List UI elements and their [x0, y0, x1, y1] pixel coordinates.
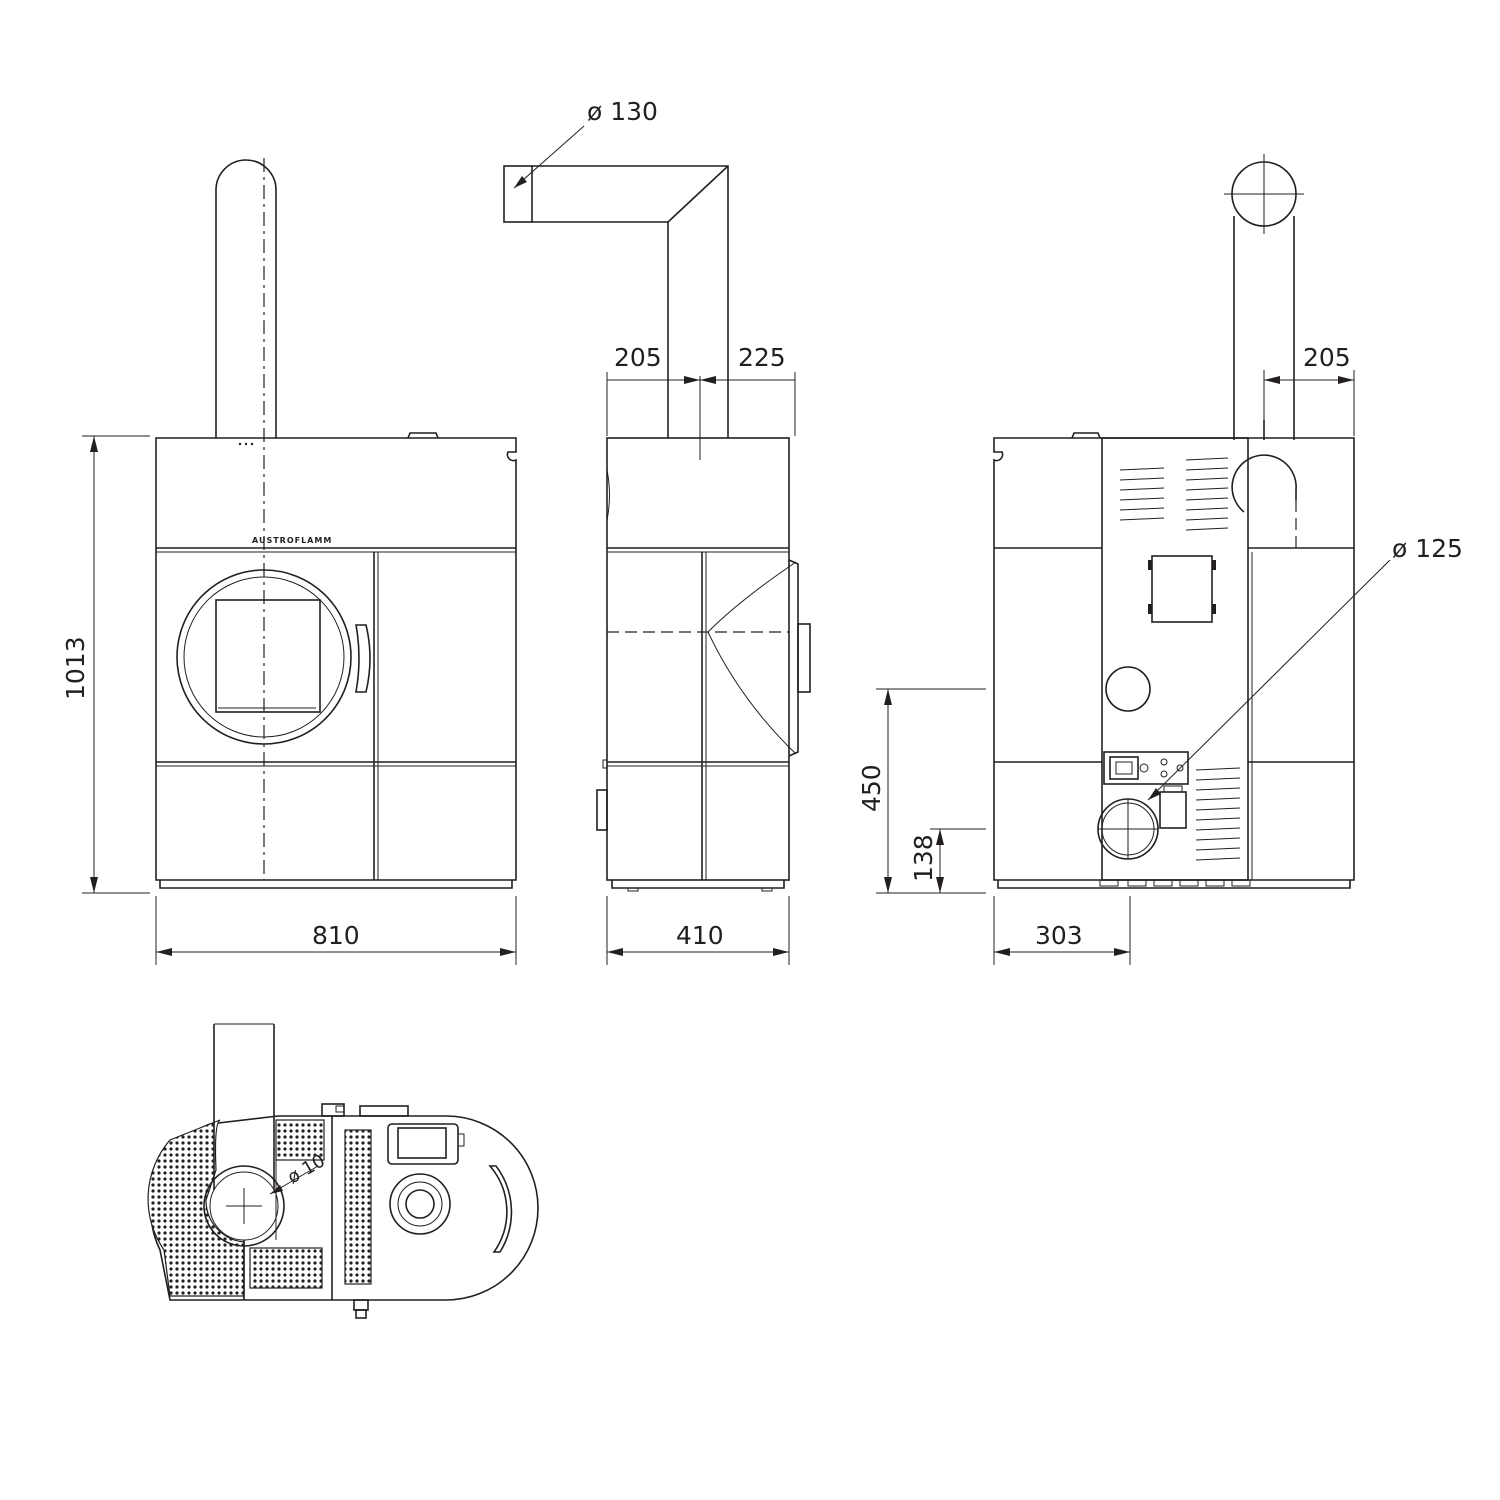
rear-width-label: 303: [1035, 921, 1083, 950]
rear-view: [993, 154, 1355, 889]
rear-offset-label: 205: [1303, 343, 1351, 372]
dimension-inlet-diameter: ø 125: [1147, 534, 1463, 801]
width-label: 810: [312, 921, 360, 950]
dimension-rear-offset: 205: [1263, 343, 1355, 436]
front-view: AUSTROFLAMM: [155, 158, 517, 889]
depth-label: 410: [676, 921, 724, 950]
inlet-height-label: 138: [909, 834, 938, 882]
brand-logo: AUSTROFLAMM: [252, 536, 332, 545]
dimension-rear-width: 303: [993, 896, 1131, 965]
side-offset-front-label: 205: [614, 343, 662, 372]
side-offset-back-label: 225: [738, 343, 786, 372]
inlet-diameter-label: ø 125: [1392, 534, 1463, 563]
height-label: 1013: [61, 636, 90, 700]
connection-height-label: 450: [857, 764, 886, 812]
outlet-diameter-label: ø 130: [587, 97, 658, 126]
dimension-side-offsets: 205 225: [606, 343, 796, 460]
side-view: [503, 165, 811, 892]
dimension-outlet-diameter: ø 130: [513, 97, 658, 189]
dimension-width: 810: [155, 896, 517, 965]
dimension-depth: 410: [606, 896, 790, 965]
dimension-inlet-height: 138: [909, 828, 986, 893]
dimension-height: 1013: [61, 435, 150, 894]
dimension-connection-height: 450: [857, 688, 986, 894]
top-view: ø 10: [147, 1023, 539, 1319]
